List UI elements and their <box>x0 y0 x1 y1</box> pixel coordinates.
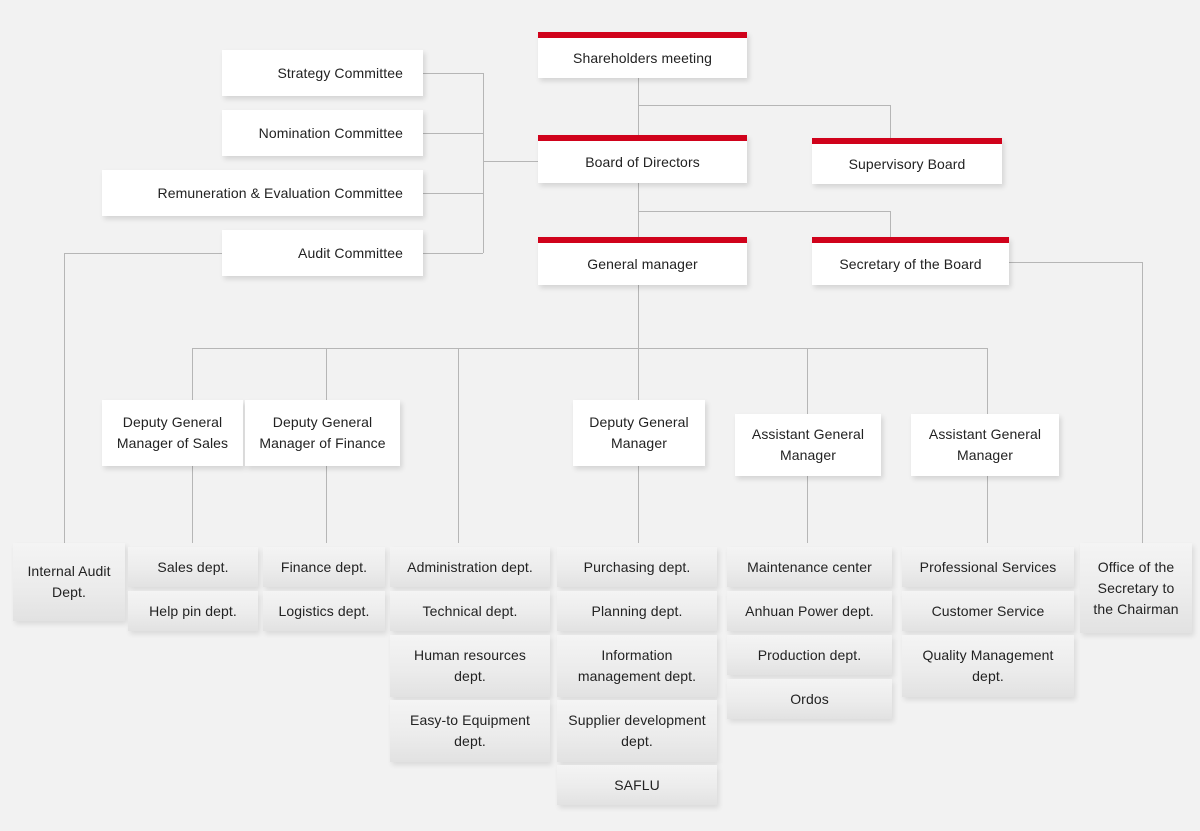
node-dept-maintenance-center[interactable]: Maintenance center <box>727 547 892 587</box>
node-general-manager[interactable]: General manager <box>538 237 747 285</box>
node-deputy-general-manager-of-finance[interactable]: Deputy General Manager of Finance <box>245 400 400 466</box>
node-dept-supplier-development[interactable]: Supplier development dept. <box>557 700 717 762</box>
connector-committee-bus-to-board <box>483 161 541 162</box>
node-audit-committee[interactable]: Audit Committee <box>222 230 423 276</box>
node-label: Assistant General Manager <box>928 426 1042 463</box>
node-dept-professional-services[interactable]: Professional Services <box>902 547 1074 587</box>
node-dept-customer-service[interactable]: Customer Service <box>902 591 1074 631</box>
connector-chairman-office-drop <box>1142 262 1143 543</box>
connector-remuneration-committee <box>423 193 483 194</box>
connector-committee-bus <box>483 73 484 253</box>
node-label: Production dept. <box>757 646 862 663</box>
connector-audit-committee <box>423 253 483 254</box>
node-remuneration-evaluation-committee[interactable]: Remuneration & Evaluation Committee <box>102 170 423 216</box>
node-dept-purchasing[interactable]: Purchasing dept. <box>557 547 717 587</box>
node-dept-information-management[interactable]: Information management dept. <box>557 635 717 697</box>
node-dept-sales[interactable]: Sales dept. <box>128 547 258 587</box>
node-label: Planning dept. <box>591 602 683 619</box>
node-label: Ordos <box>790 690 829 707</box>
connector-secretary-drop <box>890 211 891 237</box>
connector-audit-to-internal-audit <box>64 253 223 254</box>
node-label: Customer Service <box>931 602 1045 619</box>
node-dept-saflu[interactable]: SAFLU <box>557 765 717 805</box>
node-assistant-general-manager-1[interactable]: Assistant General Manager <box>735 414 881 476</box>
node-label: SAFLU <box>614 776 660 793</box>
node-label: Finance dept. <box>280 558 368 575</box>
node-label: Assistant General Manager <box>751 426 865 463</box>
node-label: Secretary of the Board <box>839 255 982 272</box>
node-label: Internal Audit Dept. <box>27 563 111 600</box>
node-dept-help-pin[interactable]: Help pin dept. <box>128 591 258 631</box>
node-label: Deputy General Manager of Finance <box>259 414 386 451</box>
node-label: Remuneration & Evaluation Committee <box>157 184 403 201</box>
node-dept-ordos[interactable]: Ordos <box>727 679 892 719</box>
node-label: Supervisory Board <box>848 155 966 172</box>
node-dept-human-resources[interactable]: Human resources dept. <box>390 635 550 697</box>
node-dept-easy-to-equipment[interactable]: Easy-to Equipment dept. <box>390 700 550 762</box>
node-dept-logistics[interactable]: Logistics dept. <box>263 591 385 631</box>
node-label: Anhuan Power dept. <box>745 602 874 619</box>
connector-supervisory-drop <box>890 105 891 141</box>
connector-drop-administration <box>458 348 459 543</box>
node-shareholders-meeting[interactable]: Shareholders meeting <box>538 32 747 78</box>
node-deputy-general-manager-of-sales[interactable]: Deputy General Manager of Sales <box>102 400 243 466</box>
node-label: Sales dept. <box>157 558 229 575</box>
node-board-of-directors[interactable]: Board of Directors <box>538 135 747 183</box>
node-label: Maintenance center <box>747 558 872 575</box>
node-dept-administration[interactable]: Administration dept. <box>390 547 550 587</box>
node-label: Human resources dept. <box>414 647 526 684</box>
node-label: Deputy General Manager of Sales <box>116 414 229 451</box>
node-dept-planning[interactable]: Planning dept. <box>557 591 717 631</box>
connector-secretary-to-chairman-office <box>1008 262 1143 263</box>
node-deputy-general-manager[interactable]: Deputy General Manager <box>573 400 705 466</box>
connector-board-to-secretary <box>638 211 891 212</box>
connector-shareholders-to-supervisory <box>638 105 891 106</box>
node-label: Quality Management dept. <box>922 647 1054 684</box>
node-nomination-committee[interactable]: Nomination Committee <box>222 110 423 156</box>
node-label: Help pin dept. <box>149 602 237 619</box>
connector-shareholders-down <box>638 78 639 161</box>
node-supervisory-board[interactable]: Supervisory Board <box>812 138 1002 184</box>
connector-board-down <box>638 183 639 263</box>
node-label: Strategy Committee <box>277 64 403 81</box>
node-secretary-of-the-board[interactable]: Secretary of the Board <box>812 237 1009 285</box>
node-label: Technical dept. <box>422 602 518 619</box>
node-label: Deputy General Manager <box>589 414 689 451</box>
node-strategy-committee[interactable]: Strategy Committee <box>222 50 423 96</box>
node-label: General manager <box>587 255 698 272</box>
node-label: Nomination Committee <box>258 124 403 141</box>
node-label: Information management dept. <box>577 647 697 684</box>
node-dept-office-secretary-chairman[interactable]: Office of the Secretary to the Chairman <box>1080 543 1192 633</box>
node-label: Office of the Secretary to the Chairman <box>1093 558 1179 617</box>
node-dept-technical[interactable]: Technical dept. <box>390 591 550 631</box>
node-label: Easy-to Equipment dept. <box>410 712 530 749</box>
connector-nomination-committee <box>423 133 483 134</box>
node-label: Logistics dept. <box>278 602 370 619</box>
node-label: Purchasing dept. <box>583 558 691 575</box>
node-dept-internal-audit[interactable]: Internal Audit Dept. <box>13 543 125 621</box>
connector-strategy-committee <box>423 73 483 74</box>
node-label: Administration dept. <box>407 558 533 575</box>
node-dept-quality-management[interactable]: Quality Management dept. <box>902 635 1074 697</box>
connector-internal-audit-drop <box>64 253 65 543</box>
node-dept-production[interactable]: Production dept. <box>727 635 892 675</box>
connector-manager-bus <box>192 348 988 349</box>
node-label: Audit Committee <box>298 244 403 261</box>
node-dept-anhuan-power[interactable]: Anhuan Power dept. <box>727 591 892 631</box>
node-label: Supplier development dept. <box>568 712 706 749</box>
node-assistant-general-manager-2[interactable]: Assistant General Manager <box>911 414 1059 476</box>
connector-general-manager-stem <box>638 285 639 348</box>
node-dept-finance[interactable]: Finance dept. <box>263 547 385 587</box>
node-label: Shareholders meeting <box>573 49 712 66</box>
node-label: Board of Directors <box>585 153 700 170</box>
node-label: Professional Services <box>919 558 1057 575</box>
